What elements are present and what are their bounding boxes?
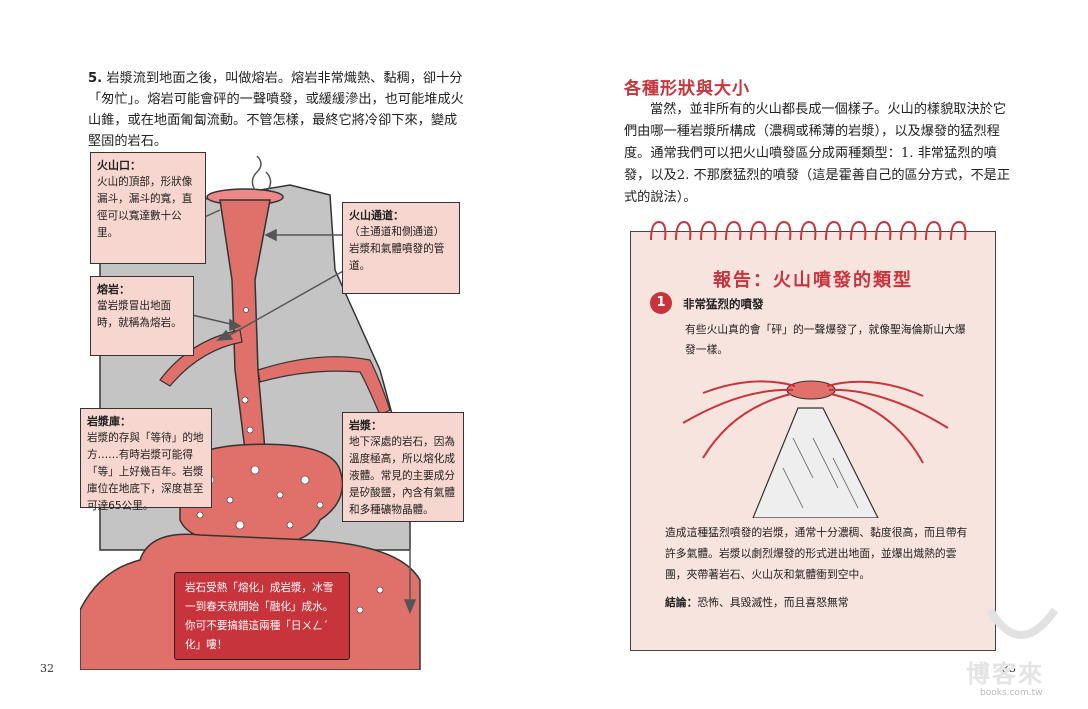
watermark-url: books.com.tw — [980, 688, 1043, 698]
callout-vent: 火山通道： （主通道和側通道）岩漿和氣體噴發的管道。 — [342, 202, 460, 294]
report-conclusion: 結論：恐怖、具毀滅性，而且喜怒無常 — [665, 594, 975, 610]
callout-chamber: 岩漿庫： 岩漿的存與「等待」的地方……有時岩漿可能得「等」上好幾百年。岩漿庫位在… — [80, 408, 212, 512]
callout-vent-title: 火山通道： — [349, 209, 404, 222]
callout-magma-text: 地下深處的岩石，因為溫度極高，所以熔化成液體。常見的主要成分是矽酸鹽，內含有氣體… — [349, 436, 455, 516]
side-vent-shape — [159, 329, 243, 387]
magma-bubbles — [196, 307, 384, 614]
bookstore-logo-icon — [986, 607, 1059, 639]
watermark-text: 博客來 — [966, 660, 1044, 688]
intro-paragraph: 5. 岩漿流到地面之後，叫做熔岩。熔岩非常熾熱、黏稠，卻十分「匆忙」。熔岩可能會… — [88, 68, 466, 152]
callout-chamber-title: 岩漿庫： — [87, 415, 131, 428]
eruption-explanation: 造成這種猛烈噴發的岩漿，通常十分濃稠、黏度很高，而且帶有許多氣體。岩漿以劇烈爆發… — [665, 526, 968, 581]
callout-magma-title: 岩漿： — [349, 419, 382, 432]
section-body: 當然，並非所有的火山都長成一個樣子。火山的樣貌取決於它們由哪一種岩漿所構成（濃稠… — [624, 102, 1011, 205]
report-number-badge: 1 — [650, 292, 672, 314]
smoke-shape — [265, 171, 272, 191]
volcano-illustration: 火山口： 火山的頂部，形狀像漏斗，漏斗的寬，直徑可以寬達數十公里。 火山通道： … — [79, 150, 472, 671]
report-title: 報告：火山噴發的類型 — [713, 270, 913, 291]
conclusion-label: 結論： — [665, 596, 698, 609]
intro-text: 岩漿流到地面之後，叫做熔岩。熔岩非常熾熱、黏稠，卻十分「匆忙」。熔岩可能會砰的一… — [88, 71, 464, 149]
section-title: 各種形狀與大小 — [624, 79, 750, 99]
eruption-cloud-shape — [786, 380, 836, 400]
spiral-binding-icon — [650, 220, 967, 241]
left-page: 5. 岩漿流到地面之後，叫做熔岩。熔岩非常熾熱、黏稠，卻十分「匆忙」。熔岩可能會… — [40, 68, 472, 675]
eruption-type-description: 有些火山真的會「砰」的一聲爆發了，就像聖海倫斯山大爆發一樣。 — [685, 323, 966, 356]
page-number-right: 33 — [1002, 662, 1016, 675]
callout-lava-title: 熔岩： — [97, 283, 130, 296]
callout-crater-title: 火山口： — [97, 159, 141, 172]
conclusion-text: 恐怖、具毀滅性，而且喜怒無常 — [697, 596, 849, 609]
callout-magma: 岩漿： 地下深處的岩石，因為溫度極高，所以熔化成液體。常見的主要成分是矽酸鹽，內… — [342, 412, 464, 522]
right-page: 各種形狀與大小 當然，並非所有的火山都長成一個樣子。火山的樣貌取決於它們由哪一種… — [544, 0, 1088, 709]
callout-crater: 火山口： 火山的頂部，形狀像漏斗，漏斗的寬，直徑可以寬達數十公里。 — [90, 152, 206, 264]
eruption-hatching — [782, 437, 859, 509]
eruption-illustration — [682, 380, 949, 518]
intro-number: 5. — [88, 71, 103, 86]
callout-lava: 熔岩： 當岩漿冒出地面時，就稱為熔岩。 — [90, 276, 194, 356]
page-number-left: 32 — [40, 662, 54, 675]
smoke-shape — [251, 155, 262, 191]
eruption-type-label: 非常猛烈的噴發 — [683, 297, 764, 311]
callout-vent-text: （主通道和側通道）岩漿和氣體噴發的管道。 — [349, 226, 445, 272]
eruption-spray-lines — [682, 380, 949, 464]
report-notepad: 報告：火山噴發的類型 1 非常猛烈的噴發 有些火山真的會「砰」的一聲爆發了，就像… — [630, 220, 996, 651]
callout-lava-text: 當岩漿冒出地面時，就稱為熔岩。 — [97, 300, 182, 329]
joke-note: 岩石受熱「熔化」成岩漿，冰雪一到春天就開始「融化」成水。你可不要搞錯這兩種「日ㄨ… — [174, 572, 350, 660]
eruption-mountain-shape — [752, 407, 879, 518]
callout-chamber-text: 岩漿的存與「等待」的地方……有時岩漿可能得「等」上好幾百年。岩漿庫位在地底下，深… — [87, 432, 204, 512]
joke-note-text: 岩石受熱「熔化」成岩漿，冰雪一到春天就開始「融化」成水。你可不要搞錯這兩種「日ㄨ… — [185, 582, 334, 651]
callout-crater-text: 火山的頂部，形狀像漏斗，漏斗的寬，直徑可以寬達數十公里。 — [97, 176, 193, 239]
